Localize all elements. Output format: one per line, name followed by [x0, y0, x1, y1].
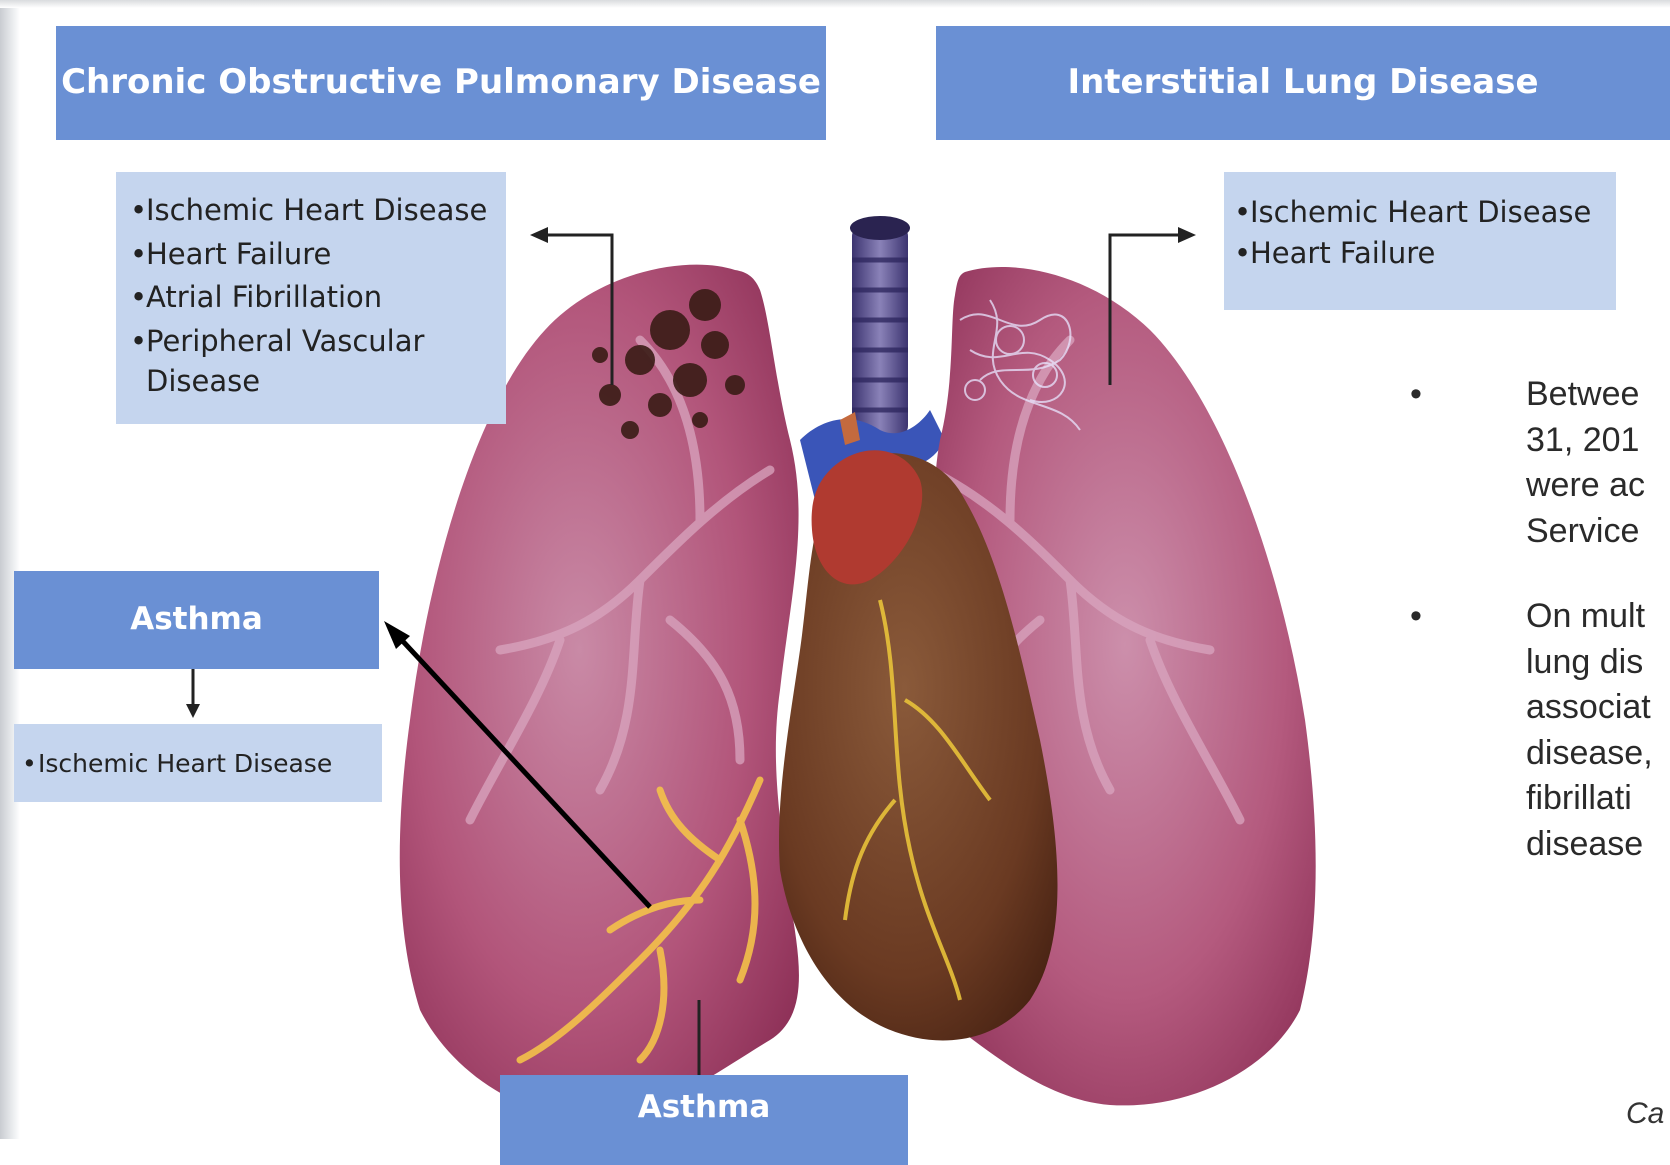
- list-item: Ischemic Heart Disease: [1234, 192, 1616, 233]
- slide-bullet-list: • Betwee 31, 201 were ac Service • On mult…: [1410, 372, 1670, 907]
- copd-comorbidity-list: Ischemic Heart Disease Heart Failure Atr…: [116, 172, 506, 424]
- ild-comorbidity-list: Ischemic Heart Disease Heart Failure: [1224, 172, 1616, 310]
- list-item: Peripheral Vascular Disease: [130, 321, 506, 402]
- list-item: Heart Failure: [1234, 233, 1616, 274]
- list-item: Atrial Fibrillation: [130, 277, 506, 318]
- asthma-header: Asthma: [14, 571, 379, 669]
- asthma-title: Asthma: [130, 601, 263, 639]
- list-item: Ischemic Heart Disease: [22, 746, 332, 781]
- copd-title: Chronic Obstructive Pulmonary Disease: [61, 62, 821, 103]
- asthma-bottom-title: Asthma: [638, 1089, 771, 1127]
- list-item: Heart Failure: [130, 234, 506, 275]
- trachea: [850, 216, 910, 436]
- bullet-dot: •: [1410, 594, 1422, 640]
- slide-bullet: • On mult lung dis associat disease, fibr…: [1410, 594, 1670, 867]
- bullet-dot: •: [1410, 372, 1422, 418]
- asthma-comorbidity-list: Ischemic Heart Disease: [14, 724, 382, 802]
- ild-header: Interstitial Lung Disease: [936, 26, 1670, 140]
- bullet-text: Betwee 31, 201 were ac Service: [1526, 375, 1645, 550]
- copd-header: Chronic Obstructive Pulmonary Disease: [56, 26, 826, 140]
- asthma-header-bottom: Asthma: [500, 1075, 908, 1165]
- citation-caption: Ca: [1626, 1097, 1664, 1131]
- list-item: Ischemic Heart Disease: [130, 190, 506, 231]
- slide-bullet: • Betwee 31, 201 were ac Service: [1410, 372, 1670, 554]
- ild-title: Interstitial Lung Disease: [1067, 62, 1538, 103]
- bullet-text: On mult lung dis associat disease, fibri…: [1526, 597, 1653, 863]
